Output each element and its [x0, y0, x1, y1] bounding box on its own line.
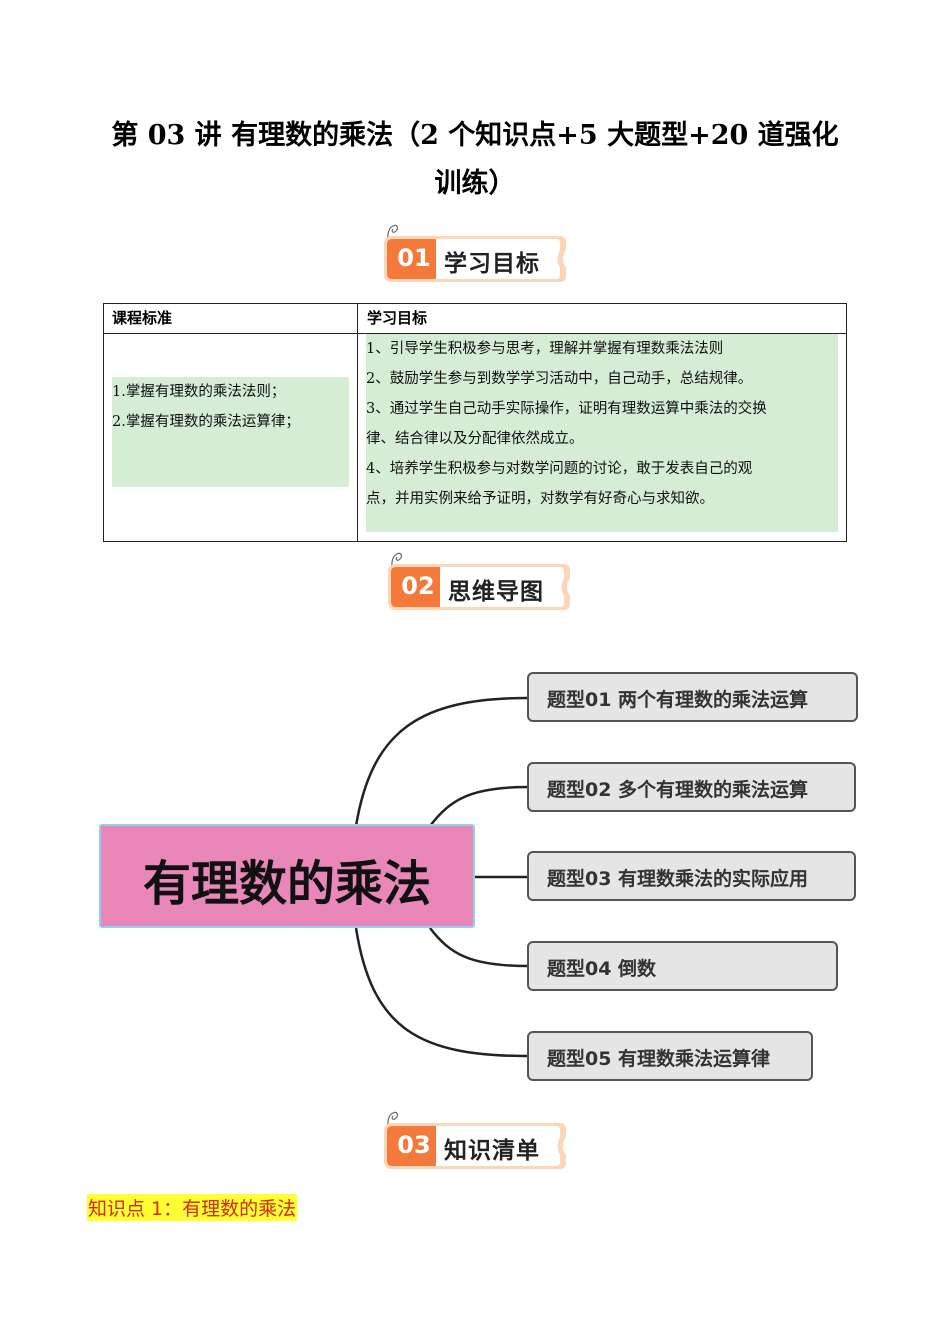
paperclip-icon [387, 224, 399, 245]
section-label: 思维导图 [448, 579, 544, 605]
section-number: 01 [397, 244, 431, 272]
branch-label: 题型02 多个有理数的乘法运算 [547, 779, 809, 801]
connector-1 [354, 696, 529, 827]
badge-shape [388, 564, 570, 610]
branch-label: 题型03 有理数乘法的实际应用 [547, 868, 809, 890]
section-number: 03 [397, 1131, 431, 1159]
objective-line: 2、鼓励学生参与到数学学习活动中，自己动手，总结规律。 [366, 371, 753, 387]
connector-2 [429, 785, 529, 827]
objective-line: 4、培养学生积极参与对数学问题的讨论，敢于发表自己的观 [366, 461, 753, 477]
standard-item: 2.掌握有理数的乘法运算律； [112, 414, 300, 430]
badge-shape [384, 1123, 566, 1169]
mindmap-root-label: 有理数的乘法 [142, 856, 431, 912]
knowledge-point-heading: 知识点 1：有理数的乘法 [87, 1194, 298, 1221]
objective-line: 律、结合律以及分配律依然成立。 [366, 431, 584, 447]
document-title: 第 03 讲 有理数的乘法（2 个知识点+5 大题型+20 道强化训练） [111, 120, 839, 199]
section-number: 02 [401, 572, 435, 600]
mindmap-branch-5: 题型05 有理数乘法运算律 [527, 1031, 813, 1081]
objectives-table: 课程标准 学习目标 1.掌握有理数的乘法法则； 2.掌握有理数的乘法运算律； 1… [103, 303, 847, 542]
connector-4 [429, 927, 529, 968]
branch-label: 题型05 有理数乘法运算律 [547, 1048, 771, 1070]
mindmap-branch-3: 题型03 有理数乘法的实际应用 [527, 851, 856, 901]
connector-5 [354, 927, 529, 1058]
section-badge-mindmap: 02 思维导图 [388, 552, 573, 614]
objective-line: 3、通过学生自己动手实际操作，证明有理数运算中乘法的交换 [366, 401, 767, 417]
paperclip-icon [391, 552, 403, 573]
section-label: 知识清单 [444, 1138, 540, 1164]
table-divider [357, 304, 358, 541]
mindmap-branch-2: 题型02 多个有理数的乘法运算 [527, 762, 856, 812]
objectives-cell: 1、引导学生积极参与思考，理解并掌握有理数乘法法则 2、鼓励学生参与到数学学习活… [366, 334, 838, 532]
objective-line: 点，并用实例来给予证明，对数学有好奇心与求知欲。 [366, 491, 714, 507]
standard-item: 1.掌握有理数的乘法法则； [112, 384, 286, 400]
mindmap-branch-4: 题型04 倒数 [527, 941, 838, 991]
table-header-objectives: 学习目标 [367, 309, 428, 327]
section-badge-knowledge: 03 知识清单 [384, 1111, 569, 1173]
badge-shape [384, 236, 566, 282]
section-label: 学习目标 [444, 251, 540, 277]
standards-cell: 1.掌握有理数的乘法法则； 2.掌握有理数的乘法运算律； [112, 377, 349, 487]
branch-label: 题型04 倒数 [547, 958, 657, 980]
table-header-divider [104, 333, 846, 334]
branch-label: 题型01 两个有理数的乘法运算 [547, 689, 809, 711]
mindmap-branch-1: 题型01 两个有理数的乘法运算 [527, 672, 858, 722]
section-badge-objectives: 01 学习目标 [384, 224, 569, 286]
mindmap-root: 有理数的乘法 [99, 824, 475, 928]
objective-line: 1、引导学生积极参与思考，理解并掌握有理数乘法法则 [366, 341, 724, 357]
paperclip-icon [387, 1111, 399, 1132]
table-header-standards: 课程标准 [112, 309, 173, 327]
